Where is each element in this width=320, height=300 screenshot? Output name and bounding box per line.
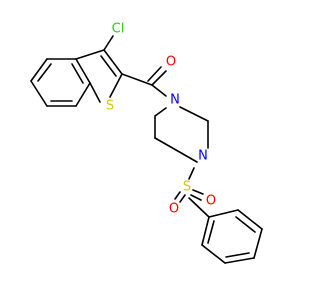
bond: [201, 244, 226, 264]
bond: [190, 194, 202, 201]
bond: [75, 49, 105, 60]
atom-label-chlorine: Cl: [112, 22, 125, 37]
bond: [75, 82, 91, 107]
bond: [179, 106, 209, 122]
bond: [103, 49, 123, 75]
atom-label-amide-nitrogen: N: [170, 93, 180, 108]
bond: [154, 137, 198, 163]
atom-label-sulfonyl-oxygen-right: O: [206, 194, 216, 209]
bond: [30, 80, 48, 107]
bond: [192, 189, 204, 195]
bond: [37, 63, 52, 82]
bond: [179, 194, 186, 203]
bond: [188, 197, 210, 218]
bond: [103, 35, 114, 51]
bond: [174, 191, 181, 200]
bond: [151, 84, 167, 97]
bonds: [30, 35, 263, 264]
bond: [147, 66, 162, 82]
bond: [151, 70, 167, 86]
bond: [208, 209, 239, 218]
bond: [235, 216, 256, 233]
bond: [225, 252, 250, 258]
bond: [109, 73, 123, 98]
atom-label-sulfonyl-oxygen-bottom: O: [169, 202, 179, 217]
bond: [237, 209, 263, 230]
atom-label-sulfonyl-sulfur: S: [183, 180, 191, 195]
bond: [30, 58, 48, 82]
bond: [224, 257, 255, 264]
bond: [207, 220, 215, 244]
bond: [121, 73, 153, 86]
bond: [89, 82, 101, 103]
bond: [253, 228, 263, 259]
bond: [201, 216, 210, 246]
atom-labels: Cl O S N N S O O: [106, 22, 216, 217]
bond: [188, 167, 195, 180]
bond: [71, 63, 84, 84]
atom-label-thiophene-sulfur: S: [106, 99, 114, 114]
bond: [75, 58, 91, 84]
molecule-structure-diagram: Cl O S N N S O O: [30, 22, 263, 264]
atom-label-sulfonyl-nitrogen: N: [198, 149, 208, 164]
atom-label-carbonyl-oxygen: O: [166, 55, 176, 70]
bond: [100, 55, 117, 77]
bond: [154, 107, 167, 117]
